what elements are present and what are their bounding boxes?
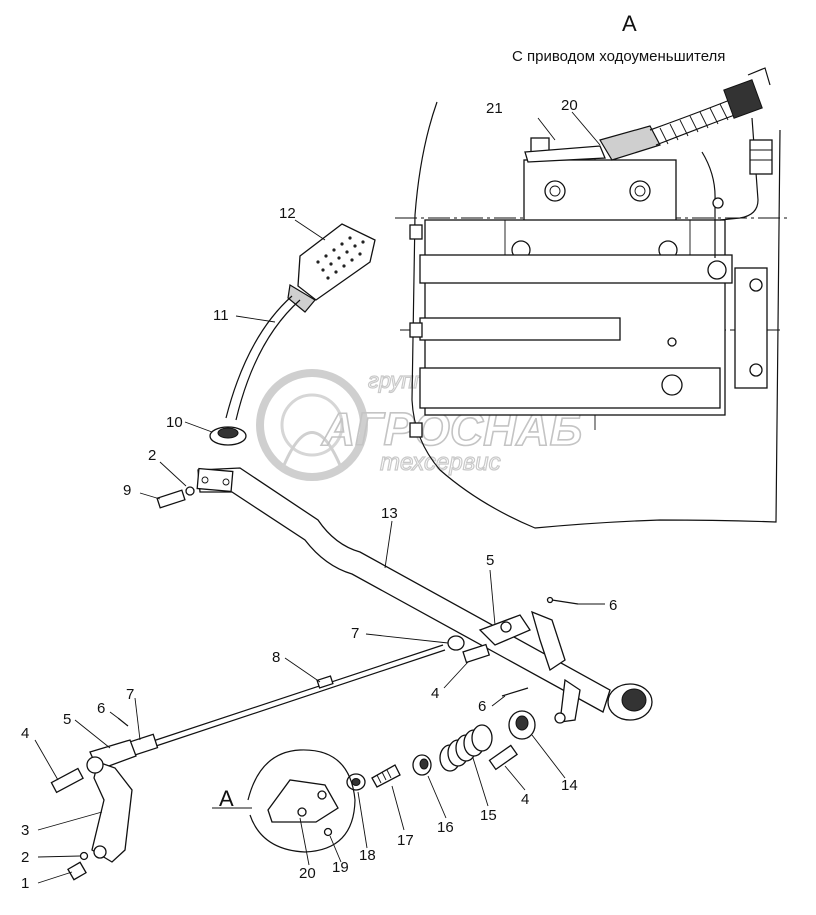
part-labels: 21 20 12 11 10 2 9 13 5 6 7 8 4 6 7 6 5 … — [21, 97, 617, 892]
callout-detail — [212, 749, 356, 853]
view-caption: С приводом ходоуменьшителя — [512, 48, 725, 65]
gearbox-drawing — [395, 67, 790, 529]
leader-lines — [34, 111, 605, 884]
part-label-14: 14 — [561, 777, 578, 794]
part-label-2-bottom: 2 — [21, 849, 29, 866]
part-label-12: 12 — [279, 205, 296, 222]
rod-drawing — [50, 467, 653, 881]
part-label-17: 17 — [397, 832, 414, 849]
part-label-9: 9 — [123, 482, 131, 499]
part-label-6-top: 6 — [609, 597, 617, 614]
part-label-18: 18 — [359, 847, 376, 864]
part-label-6-left: 6 — [97, 700, 105, 717]
part-label-21: 21 — [486, 100, 503, 117]
part-label-4-bottom: 4 — [521, 791, 529, 808]
part-label-16: 16 — [437, 819, 454, 836]
part-label-4-left: 4 — [21, 725, 29, 742]
part-label-4-right: 4 — [431, 685, 439, 702]
part-label-7-left: 7 — [126, 686, 134, 703]
part-label-20-bottom: 20 — [299, 865, 316, 882]
watermark-line3: техсервис — [380, 449, 501, 476]
callout-label: A — [219, 786, 234, 811]
part-label-2-top: 2 — [148, 447, 156, 464]
part-label-19: 19 — [332, 859, 349, 876]
part-label-8: 8 — [272, 649, 280, 666]
part-label-15: 15 — [480, 807, 497, 824]
part-label-1: 1 — [21, 875, 29, 892]
small-parts — [346, 710, 536, 791]
pedal-drawing — [209, 223, 376, 446]
part-label-5-right: 5 — [486, 552, 494, 569]
watermark-logo — [256, 369, 368, 481]
part-label-20-top: 20 — [561, 97, 578, 114]
part-label-13: 13 — [381, 505, 398, 522]
view-letter: A — [622, 11, 637, 36]
spring — [439, 724, 493, 772]
part-label-3: 3 — [21, 822, 29, 839]
part-label-10: 10 — [166, 414, 183, 431]
part-label-5-left: 5 — [63, 711, 71, 728]
part-label-7-right: 7 — [351, 625, 359, 642]
part-label-6-right: 6 — [478, 698, 486, 715]
part-label-11: 11 — [213, 307, 229, 324]
